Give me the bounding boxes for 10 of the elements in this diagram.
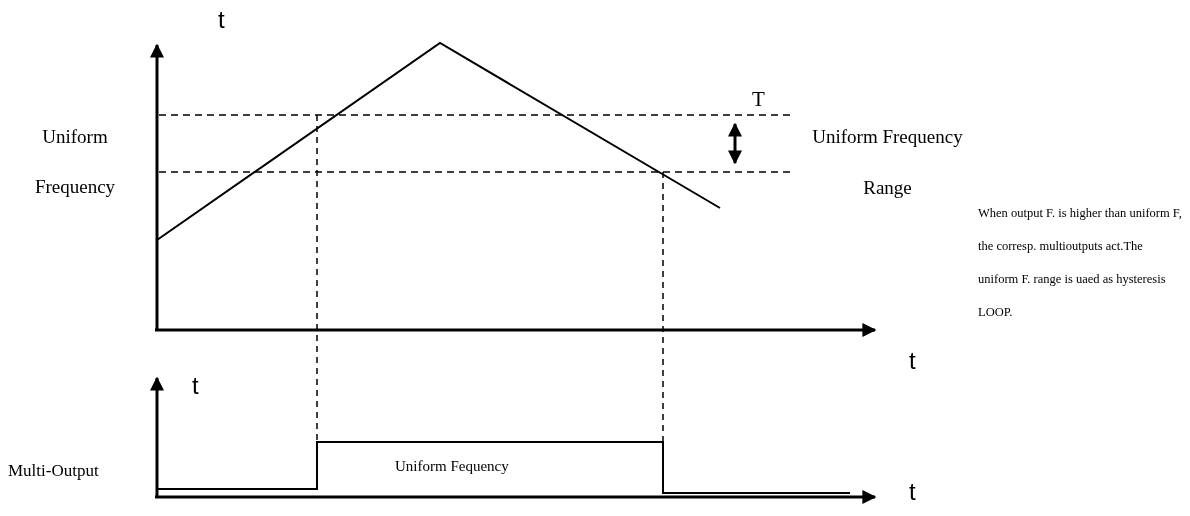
range-label: Uniform Frequency Range bbox=[811, 125, 964, 200]
axis-label: t bbox=[909, 347, 916, 375]
level-label: Uniform Frequency bbox=[33, 125, 117, 199]
signal-state-label: Uniform Fequency bbox=[395, 457, 509, 476]
axis-label: t bbox=[218, 6, 225, 34]
threshold-label: T bbox=[752, 86, 765, 112]
signal-label: Multi-Output bbox=[8, 460, 99, 482]
axis-label: t bbox=[909, 478, 916, 506]
axis-label: t bbox=[192, 372, 199, 400]
note-text: When output F. is higher than uniform F, the corresp. multioutputs act.The uniform F. range is uaed as hysteresis LOOP. bbox=[978, 205, 1183, 321]
